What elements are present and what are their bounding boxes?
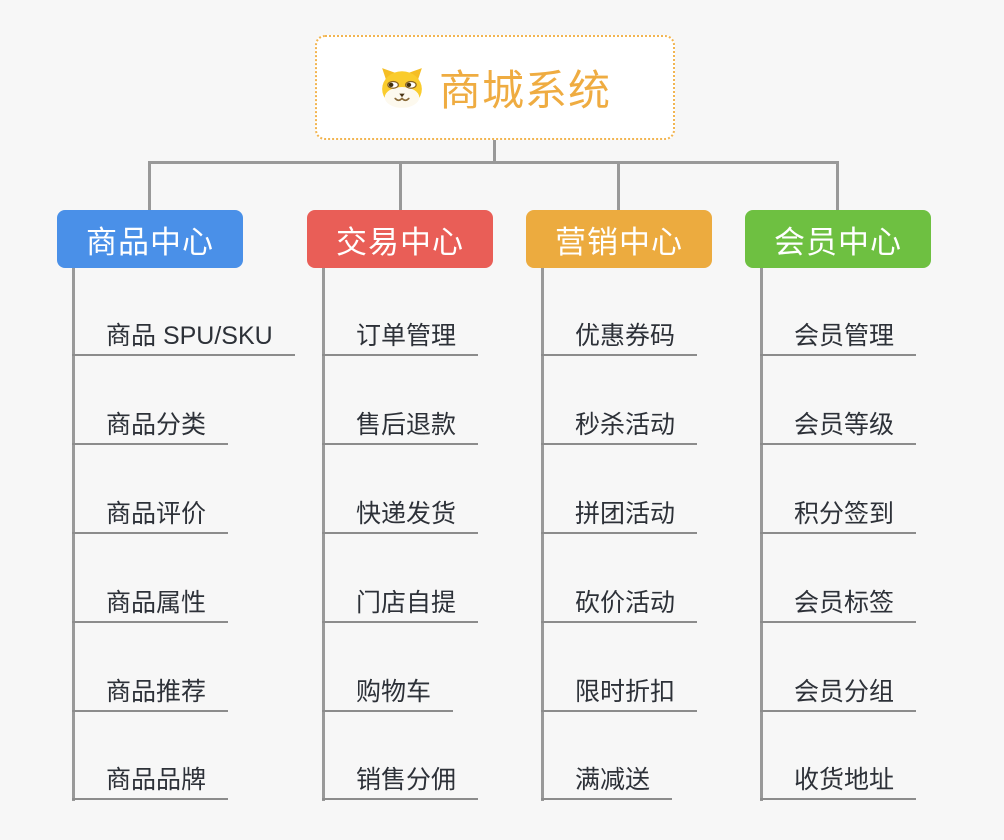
leaf-item[interactable]: 拼团活动 <box>541 496 698 534</box>
leaf-item[interactable]: 商品推荐 <box>72 674 229 712</box>
leaf-item[interactable]: 商品评价 <box>72 496 229 534</box>
trunk-line-marketing <box>541 268 544 801</box>
leaf-item[interactable]: 积分签到 <box>760 496 917 534</box>
root-node[interactable]: 商城系统 <box>315 35 675 140</box>
leaf-item[interactable]: 商品品牌 <box>72 762 229 800</box>
leaf-item[interactable]: 满减送 <box>541 762 673 800</box>
connector-drop-product <box>148 161 151 210</box>
trunk-line-product <box>72 268 75 801</box>
branch-node-trade[interactable]: 交易中心 <box>307 210 493 268</box>
leaf-item[interactable]: 收货地址 <box>760 762 917 800</box>
leaf-item[interactable]: 快递发货 <box>322 496 479 534</box>
leaf-item[interactable]: 销售分佣 <box>322 762 479 800</box>
leaf-item[interactable]: 优惠券码 <box>541 318 698 356</box>
connector-root-drop <box>493 140 496 163</box>
leaf-item[interactable]: 购物车 <box>322 674 454 712</box>
connector-horizontal-bar <box>148 161 839 164</box>
root-title: 商城系统 <box>438 67 611 114</box>
leaf-item[interactable]: 订单管理 <box>322 318 479 356</box>
leaf-item[interactable]: 会员管理 <box>760 318 917 356</box>
leaf-item[interactable]: 会员等级 <box>760 407 917 445</box>
dog-icon <box>379 67 425 109</box>
leaf-item[interactable]: 售后退款 <box>322 407 479 445</box>
leaf-item[interactable]: 秒杀活动 <box>541 407 698 445</box>
trunk-line-trade <box>322 268 325 801</box>
leaf-item[interactable]: 限时折扣 <box>541 674 698 712</box>
leaf-item[interactable]: 会员标签 <box>760 585 917 623</box>
connector-drop-trade <box>399 161 402 210</box>
trunk-line-member <box>760 268 763 801</box>
branch-node-product[interactable]: 商品中心 <box>57 210 243 268</box>
connector-drop-member <box>836 161 839 210</box>
branch-node-marketing[interactable]: 营销中心 <box>526 210 712 268</box>
leaf-item[interactable]: 商品属性 <box>72 585 229 623</box>
leaf-item[interactable]: 会员分组 <box>760 674 917 712</box>
leaf-item[interactable]: 砍价活动 <box>541 585 698 623</box>
connector-drop-marketing <box>617 161 620 210</box>
leaf-item[interactable]: 商品 SPU/SKU <box>72 318 295 356</box>
leaf-item[interactable]: 商品分类 <box>72 407 229 445</box>
leaf-item[interactable]: 门店自提 <box>322 585 479 623</box>
branch-node-member[interactable]: 会员中心 <box>745 210 931 268</box>
